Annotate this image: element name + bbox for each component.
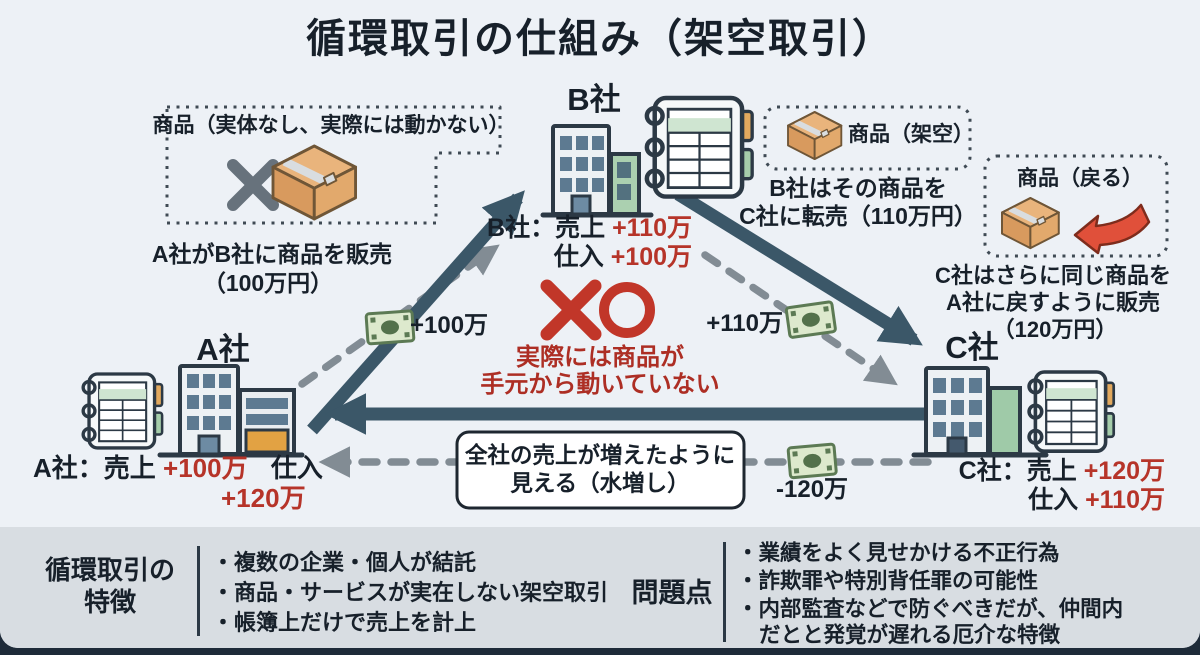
company-a-name: A社 [196, 332, 250, 367]
product-box-none-outline [165, 105, 502, 225]
caption-b-to-c-line1: B社はその商品を [769, 175, 947, 201]
c-sales-label: C社：売上 [958, 457, 1077, 485]
cross-icon [227, 159, 279, 211]
b-purchase-value: +100万 [610, 243, 692, 271]
company-b-name: B社 [567, 82, 621, 117]
b-sales-value: +110万 [612, 214, 692, 242]
company-c-name: C社 [945, 330, 999, 365]
problems-bullet-2: ・詐欺罪や特別背任罪の可能性 [737, 569, 1039, 593]
caption-b-to-c-line2: C社に転売（110万円） [739, 203, 977, 229]
company-c-figures-line2: 仕入 +110万 [1028, 486, 1165, 515]
product-box-none-label: 商品（実体なし、実際には動かない） [152, 114, 510, 137]
summary-line2: 見える（水増し） [510, 471, 690, 496]
building-c-icon [911, 366, 1049, 458]
company-c-figures-line1: C社：売上 +120万 [959, 457, 1165, 486]
money-icon-a-b [364, 309, 416, 346]
features-title-line2: 特徴 [83, 587, 136, 617]
summary-box [455, 430, 746, 510]
center-note-line1: 実際には商品が [516, 344, 684, 371]
goods-arrow-b-c [674, 188, 923, 346]
c-purchase-value: +110万 [1085, 486, 1165, 514]
cardboard-box-icon [273, 146, 356, 219]
product-box-return-label: 商品（戻る） [1017, 167, 1143, 190]
building-b-icon [540, 124, 654, 218]
a-purchase-label: 仕入 [270, 453, 323, 483]
problems-bullet-3-cont: だとと発覚が遅れる厄介な特徴 [759, 623, 1061, 647]
ledger-icon-c [1027, 370, 1116, 454]
problems-title: 問題点 [631, 578, 713, 608]
product-box-return-outline [983, 154, 1169, 258]
c-sales-value: +120万 [1083, 457, 1165, 485]
company-b-figures-line1: B社：売上 +110万 [487, 214, 692, 243]
page-title: 循環取引の仕組み（架空取引） [306, 17, 894, 61]
a-sales-value: +100万 [163, 453, 248, 483]
a-sales-label: A社：売上 [33, 453, 156, 483]
b-sales-label: B社：売上 [487, 214, 606, 242]
building-a-icon [157, 364, 305, 458]
money-arrow-b-c [701, 251, 898, 386]
money-icon-b-c [784, 300, 838, 340]
center-note-line2: 手元から動いていない [480, 371, 720, 398]
features-title-line1: 循環取引の [44, 555, 175, 585]
caption-c-to-a-line1: C社はさらに同じ商品を [935, 263, 1171, 288]
company-b-figures-line2: 仕入 +100万 [554, 243, 692, 272]
ledger-icon-a [81, 372, 164, 450]
features-bullet-1: ・複数の企業・個人が結託 [212, 550, 477, 575]
money-icon-c-a [786, 442, 838, 480]
footer-band: 循環取引の 特徴 ・複数の企業・個人が結託 ・商品・サービスが実在しない架空取引… [0, 527, 1200, 648]
problems-bullet-3: ・内部監査などで防ぐべきだが、仲間内 [737, 597, 1124, 621]
a-purchase-value: +120万 [221, 483, 306, 513]
caption-a-to-b-line1: A社がB社に商品を販売 [151, 241, 393, 267]
money-amount-b-c: +110万 [706, 310, 783, 337]
b-purchase-label: 仕入 [553, 243, 604, 271]
product-box-fictitious-outline [763, 105, 972, 171]
product-box-fictitious-label: 商品（架空） [848, 123, 974, 146]
summary-line1: 全社の売上が増えたように [464, 443, 736, 468]
caption-c-to-a-line3: （120万円） [992, 317, 1118, 342]
cardboard-box-icon [1002, 198, 1059, 248]
return-arrow-icon [1073, 203, 1151, 255]
caption-a-to-b-line2: （100万円） [202, 270, 334, 296]
cross-circle-marks [540, 279, 655, 341]
goods-arrow-a-b [307, 190, 525, 435]
problems-divider [723, 542, 726, 642]
features-divider [197, 546, 200, 636]
c-purchase-label: 仕入 [1028, 486, 1079, 514]
features-bullet-2: ・商品・サービスが実在しない架空取引 [212, 580, 609, 605]
company-a-figures-line1: A社：売上 +100万 仕入 [33, 453, 323, 484]
money-amount-c-a: -120万 [776, 476, 849, 503]
features-bullet-3: ・帳簿上だけで売上を計上 [212, 610, 477, 635]
cardboard-box-icon [788, 112, 841, 159]
money-amount-a-b: +100万 [410, 312, 489, 339]
caption-c-to-a-line2: A社に戻すように販売 [946, 290, 1160, 315]
ledger-icon-b [647, 98, 752, 197]
problems-bullet-1: ・業績をよく見せかける不正行為 [737, 541, 1060, 565]
